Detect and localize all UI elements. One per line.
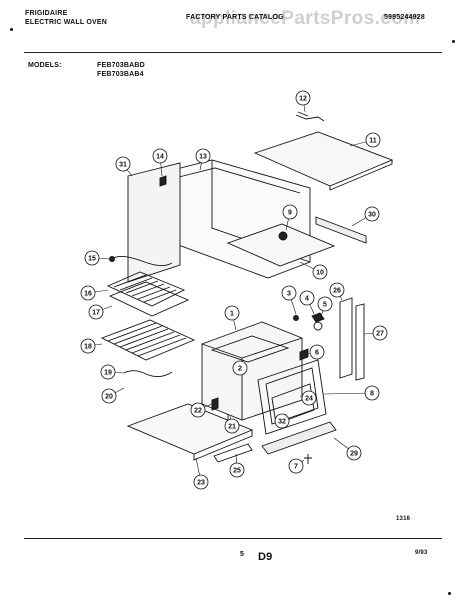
callout-32: 32 — [278, 419, 286, 426]
callout-labels: 12 11 13 14 31 9 30 15 10 3 4 5 26 16 17… — [84, 96, 384, 487]
callout-17: 17 — [92, 310, 100, 317]
part-29-control-strip — [261, 421, 337, 455]
part-10-bottom-panel — [226, 223, 336, 267]
callout-27: 27 — [376, 331, 384, 338]
models-label: MODELS: — [28, 62, 62, 69]
part-3-screw — [293, 315, 299, 321]
part-9-terminal — [278, 231, 288, 241]
callout-11: 11 — [369, 138, 377, 145]
page-number: 5 — [240, 551, 245, 558]
part-6-hinge — [299, 348, 309, 361]
model-number: FEB703BAB4 — [97, 71, 144, 78]
header-rule — [24, 52, 442, 53]
callout-30: 30 — [368, 212, 376, 219]
callout-19: 19 — [104, 370, 112, 377]
callout-13: 13 — [199, 154, 207, 161]
part-12-bracket — [295, 114, 325, 122]
part-19-element — [123, 370, 173, 377]
callout-4: 4 — [305, 296, 309, 303]
scan-speck — [10, 28, 13, 31]
revision-date: 9/93 — [415, 550, 428, 556]
scan-speck — [452, 40, 455, 43]
callout-21: 21 — [228, 424, 236, 431]
part-4-switch — [311, 312, 325, 323]
product-name: ELECTRIC WALL OVEN — [25, 19, 108, 26]
figure-code: 1316 — [396, 516, 411, 522]
scan-speck — [448, 592, 451, 595]
part-7-screw — [304, 454, 312, 464]
part-15-element — [111, 256, 173, 266]
part-27-trim — [355, 303, 365, 381]
part-17-rack — [108, 281, 190, 317]
callout-23: 23 — [197, 480, 205, 487]
callout-2: 2 — [238, 366, 242, 373]
part-25-bottom-trim — [213, 443, 253, 463]
callout-29: 29 — [350, 451, 358, 458]
part-14-clip — [159, 175, 167, 187]
callout-10: 10 — [316, 270, 324, 277]
part-5-knob — [313, 321, 323, 331]
callout-9: 9 — [288, 210, 292, 217]
callout-24: 24 — [305, 396, 313, 403]
callout-18: 18 — [84, 344, 92, 351]
callout-15: 15 — [88, 256, 96, 263]
callout-14: 14 — [156, 154, 164, 161]
catalog-part-number: 5995244928 — [384, 14, 425, 21]
part-18-oven-rack — [100, 319, 196, 361]
callout-1: 1 — [230, 311, 234, 318]
callout-8: 8 — [370, 391, 374, 398]
callout-22: 22 — [194, 408, 202, 415]
catalog-title: FACTORY PARTS CATALOG — [186, 14, 284, 21]
callout-31: 31 — [119, 162, 127, 169]
callout-5: 5 — [323, 302, 327, 309]
part-26-door-trim — [339, 297, 353, 379]
brand-name: FRIGIDAIRE — [25, 10, 68, 17]
part-16-broil-element — [106, 271, 186, 307]
callout-16: 16 — [84, 291, 92, 298]
model-number: FEB703BABD — [97, 62, 145, 69]
part-24-door-glass — [271, 383, 315, 425]
footer-rule — [24, 538, 442, 539]
callout-26: 26 — [333, 288, 341, 295]
callout-3: 3 — [287, 291, 291, 298]
watermark: appliancePartsPros.com — [190, 8, 421, 29]
callout-7: 7 — [294, 464, 298, 471]
callout-6: 6 — [315, 350, 319, 357]
part-30-trim — [315, 216, 367, 244]
callout-25: 25 — [233, 468, 241, 475]
part-31-side-panel — [127, 162, 181, 283]
part-8-door-frame — [257, 359, 327, 435]
callout-circles — [80, 90, 388, 490]
callout-12: 12 — [299, 96, 307, 103]
section-code: D9 — [258, 551, 273, 563]
callout-20: 20 — [105, 394, 113, 401]
part-22-latch — [211, 397, 219, 411]
